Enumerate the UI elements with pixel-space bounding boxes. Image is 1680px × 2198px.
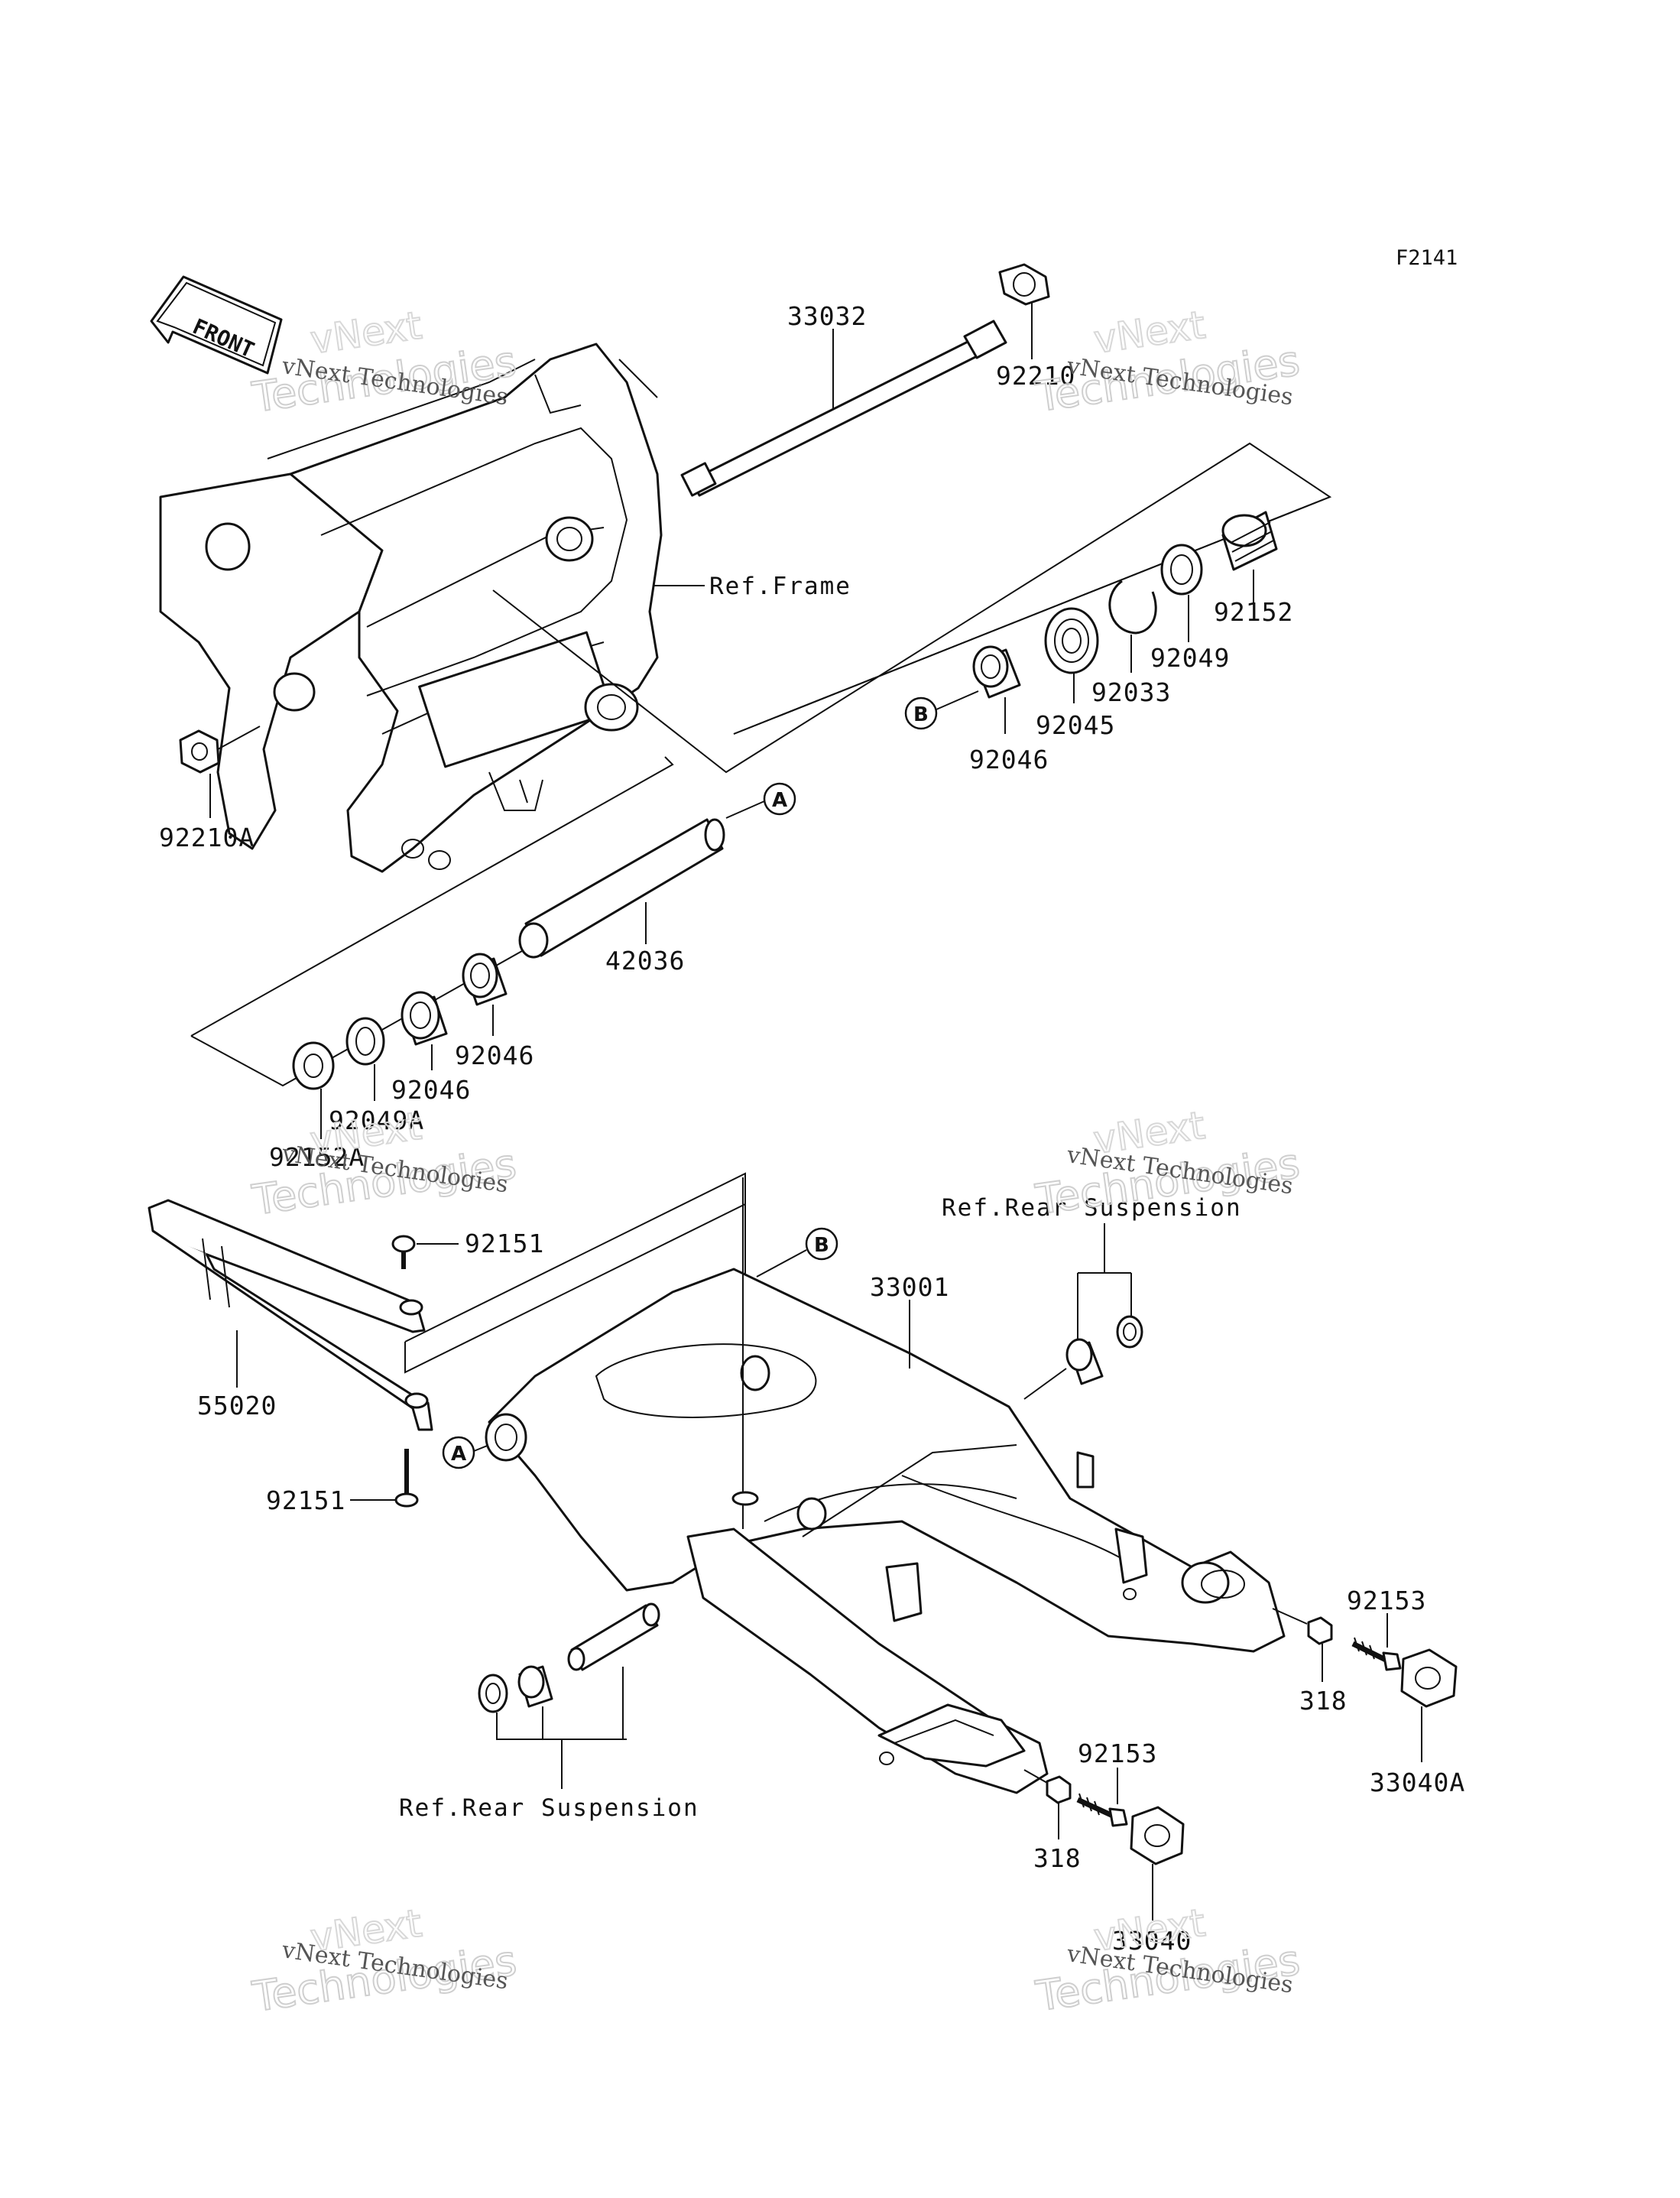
part-92210: 92210 [996,361,1075,391]
svg-text:B: B [913,703,929,726]
part-92033: 92033 [1091,677,1171,707]
frame-illustration [159,343,663,873]
part-92152A: 92152A [269,1142,365,1172]
nut-318-bottom [1046,1775,1072,1804]
callout-b-top: B [904,696,938,730]
ref-frame: Ref.Frame [709,573,851,600]
part-33001: 33001 [870,1272,949,1302]
part-92153-right: 92153 [1347,1586,1426,1615]
part-318-right: 318 [1299,1686,1348,1716]
sleeve-42036 [518,818,725,959]
part-42036: 42036 [605,946,685,976]
swingarm-33001 [485,1177,1286,1794]
nut-92210 [998,263,1050,306]
part-92049: 92049 [1150,643,1230,673]
needle-bearing-92046-mid [462,953,508,1006]
part-92045: 92045 [1036,710,1115,740]
chain-guide-55020 [148,1199,433,1431]
adjuster-33040 [1130,1806,1185,1865]
svg-text:B: B [814,1234,829,1257]
part-33040A: 33040A [1370,1768,1465,1797]
part-92153-bottom: 92153 [1078,1739,1157,1768]
bolt-92153-right [1351,1637,1402,1671]
ref-rear-suspension-bottom: Ref.Rear Suspension [399,1794,699,1822]
part-92210A: 92210A [159,823,255,852]
adjuster-33040A [1400,1648,1458,1708]
part-33040: 33040 [1112,1926,1192,1956]
part-92151-top: 92151 [465,1229,544,1258]
pivot-shaft [680,320,1007,497]
needle-bearing-92046-low [401,991,448,1046]
part-318-bottom: 318 [1033,1843,1082,1873]
needle-bearing-92046-top [972,645,1021,699]
seal-92049 [1160,544,1203,596]
bolt-92153-bottom [1076,1793,1128,1827]
collar-92152A [292,1041,335,1090]
svg-text:A: A [772,789,787,812]
diagram-code: F2141 [1396,246,1458,270]
ref-rear-suspension-top: Ref.Rear Suspension [942,1194,1242,1222]
part-92049A: 92049A [329,1105,424,1135]
collar-92152 [1221,511,1278,571]
part-92151-bottom: 92151 [266,1485,345,1515]
front-arrow-icon: FRONT [150,275,283,375]
part-92046-low: 92046 [391,1075,471,1105]
part-92152: 92152 [1214,597,1293,627]
part-55020: 55020 [197,1391,277,1420]
callout-a-lower: A [442,1436,475,1469]
bushing-rear-suspension-bottom [478,1602,660,1713]
part-92046-top: 92046 [969,745,1049,774]
circlip-92033 [1108,580,1157,635]
bolt-92151-bottom [394,1449,419,1508]
part-92046-mid: 92046 [455,1041,534,1070]
bushing-rear-suspension-top [1065,1315,1143,1385]
seal-92049A [345,1017,385,1066]
svg-text:A: A [451,1443,466,1466]
bearing-92045 [1044,607,1099,674]
bolt-92151-top [391,1235,416,1269]
part-33032: 33032 [787,301,867,331]
callout-a-top: A [763,782,796,816]
nut-318-right [1307,1616,1333,1645]
callout-b-lower: B [805,1227,838,1261]
nut-92210A [179,729,220,774]
